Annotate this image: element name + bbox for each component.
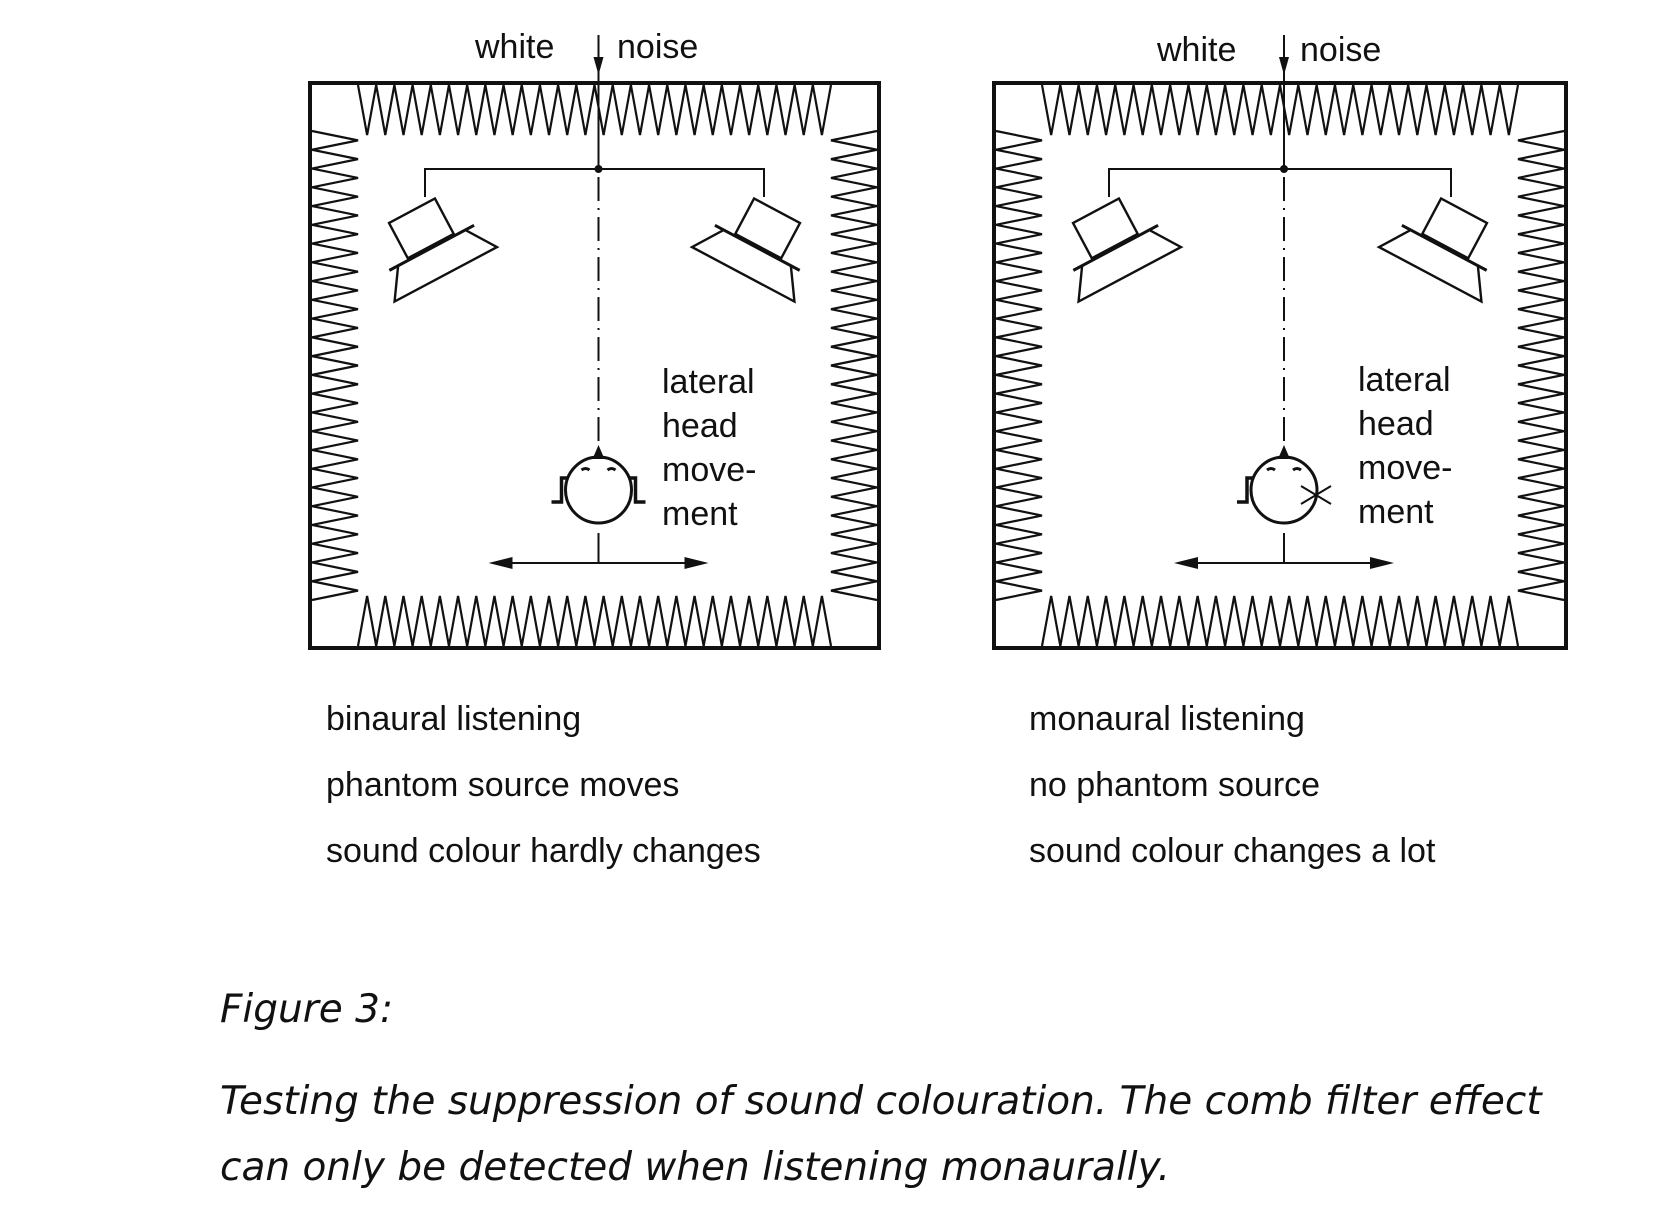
listener-head-icon xyxy=(564,455,633,525)
anechoic-room-binaural xyxy=(308,35,881,650)
movement-label-line: head xyxy=(1358,405,1434,443)
arrow-left-icon xyxy=(488,557,513,569)
movement-label-line: move- xyxy=(662,451,757,489)
room-wall xyxy=(992,81,1568,650)
movement-label-line: lateral xyxy=(662,363,755,401)
absorber-wedges-right xyxy=(830,129,878,602)
description-binaural-2: phantom source moves xyxy=(326,766,680,804)
description-binaural-1: binaural listening xyxy=(326,700,582,738)
absorber-wedges-top xyxy=(356,84,833,136)
white-noise-label-white: white xyxy=(475,28,555,66)
arrow-right-icon xyxy=(1370,557,1394,569)
eye-icon xyxy=(606,467,617,472)
absorber-wedges-left xyxy=(995,129,1043,602)
speaker-baffle xyxy=(388,223,475,272)
speaker-body xyxy=(1420,196,1489,260)
nose-icon xyxy=(1278,445,1290,459)
absorber-wedges-bottom xyxy=(356,595,833,647)
absorber-wedges-top xyxy=(1040,84,1520,136)
movement-label-line: lateral xyxy=(1358,361,1451,399)
ear-right-icon xyxy=(629,476,646,504)
absorber-wedges-right xyxy=(1517,129,1565,602)
description-monaural-2: no phantom source xyxy=(1029,766,1321,804)
white-noise-label-noise: noise xyxy=(617,28,699,66)
movement-label-line: ment xyxy=(662,495,738,533)
speaker-right-icon xyxy=(689,196,802,304)
ear-left-icon xyxy=(551,476,568,504)
eye-icon xyxy=(1266,467,1276,472)
eye-icon xyxy=(580,467,591,472)
movement-label-line: head xyxy=(662,407,738,445)
speaker-wiring xyxy=(424,168,765,197)
speaker-body xyxy=(1071,196,1140,260)
speaker-baffle xyxy=(714,223,801,272)
room-wall xyxy=(308,81,881,650)
description-monaural-3: sound colour changes a lot xyxy=(1029,832,1436,870)
speaker-baffle xyxy=(1072,223,1159,272)
speaker-body xyxy=(387,196,456,260)
white-noise-label-noise: noise xyxy=(1300,31,1382,69)
movement-label-line: ment xyxy=(1358,493,1434,531)
speaker-body xyxy=(733,196,802,260)
anechoic-room-monaural xyxy=(992,35,1568,650)
input-arrow-icon xyxy=(1279,57,1289,75)
speaker-left-icon xyxy=(387,196,500,304)
arrow-right-icon xyxy=(684,557,709,569)
description-binaural-3: sound colour hardly changes xyxy=(326,832,761,870)
speaker-wiring xyxy=(1108,168,1452,197)
speaker-baffle xyxy=(1401,223,1488,272)
arrow-left-icon xyxy=(1174,557,1198,569)
description-monaural-1: monaural listening xyxy=(1029,700,1305,738)
figure-caption-title: Figure 3: xyxy=(220,987,394,1032)
ear-left-icon xyxy=(1237,476,1253,504)
input-arrow-icon xyxy=(593,57,604,75)
white-noise-label-white: white xyxy=(1157,31,1237,69)
nose-icon xyxy=(592,445,605,459)
figure-caption-line: can only be detected when listening mona… xyxy=(220,1145,1171,1190)
absorber-wedges-left xyxy=(311,129,359,602)
ear-blocked-icon xyxy=(1300,485,1332,505)
speaker-left-icon xyxy=(1071,196,1184,304)
movement-label-line: move- xyxy=(1358,449,1453,487)
absorber-wedges-bottom xyxy=(1040,595,1520,647)
eye-icon xyxy=(1292,467,1302,472)
figure-caption-line: Testing the suppression of sound coloura… xyxy=(220,1079,1542,1124)
speaker-right-icon xyxy=(1376,196,1489,304)
